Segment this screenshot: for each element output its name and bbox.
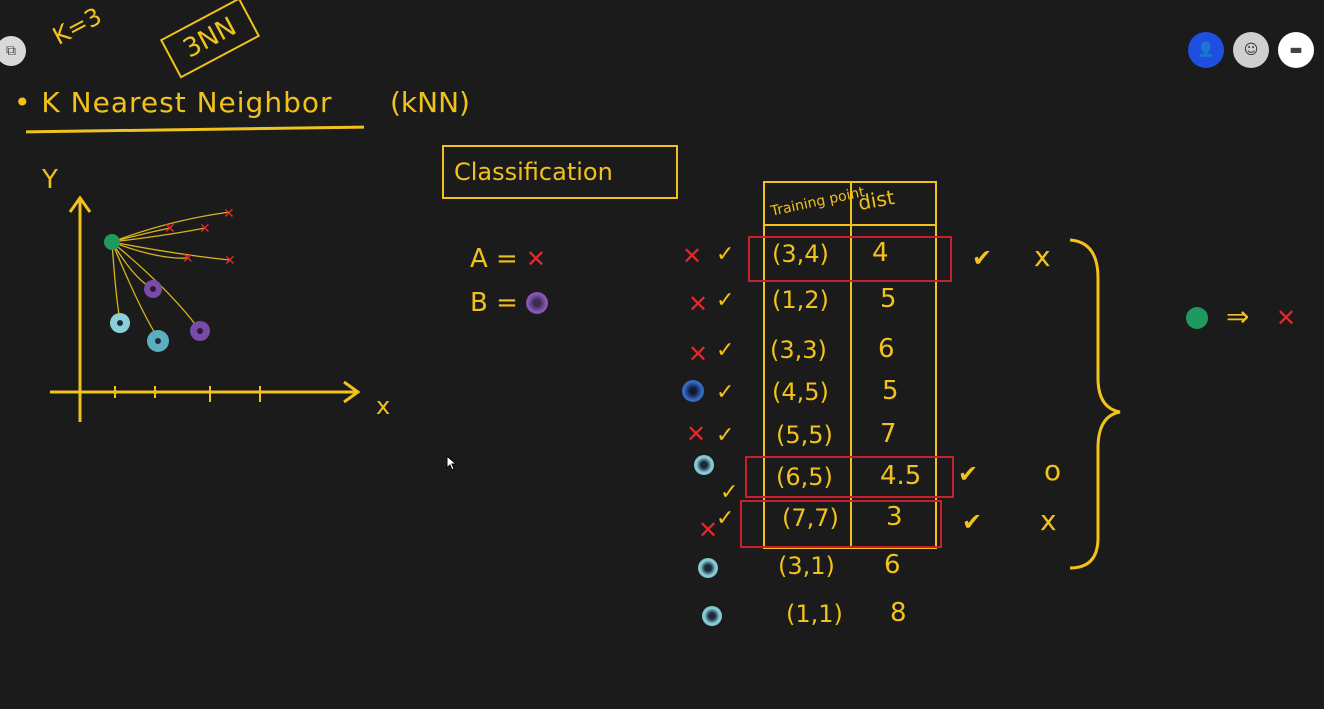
table-cell-dist: 5 [880, 284, 897, 314]
class-b-dot-icon [682, 380, 704, 402]
table-cell-point: (3,4) [772, 240, 829, 268]
class-b-dot-icon [694, 455, 714, 475]
check-icon: ✓ [716, 242, 735, 267]
table-cell-dist: 5 [882, 376, 899, 406]
legend-class-b: B = [470, 288, 548, 318]
class-a-point: ✕ [223, 206, 235, 222]
check-icon: ✓ [716, 288, 735, 313]
class-a-point: ✕ [224, 253, 236, 269]
class-a-point: ✕ [199, 221, 211, 237]
implies-arrow: ⇒ [1226, 300, 1250, 333]
share-screen-icon[interactable]: ⧉ [0, 36, 26, 66]
legend-b-label: B = [470, 288, 518, 318]
user-icon[interactable]: 👤 [1188, 32, 1224, 68]
table-cell-dist: 3 [886, 502, 903, 532]
page-title: • K Nearest Neighbor [14, 86, 333, 119]
scatter-sketch: Y x ✕ ✕ ✕ ✕ ✕ [41, 165, 390, 422]
rank-tick-2: ✔ [958, 460, 979, 488]
table-cell-dist: 8 [890, 598, 907, 628]
task-box: Classification [442, 145, 678, 199]
title-underline [25, 125, 365, 134]
table-cell-dist: 4.5 [880, 461, 922, 491]
table-cell-point: (6,5) [776, 463, 833, 491]
table-cell-dist: 7 [880, 419, 897, 449]
check-icon: ✓ [716, 506, 735, 531]
axis-y-label: Y [41, 165, 58, 195]
query-point [104, 234, 120, 250]
3nn-text: 3NN [178, 11, 242, 65]
rank-result-1: x [1034, 240, 1051, 273]
axis-x-label: x [376, 392, 390, 420]
table-header-line [763, 224, 937, 226]
class-b-dot-icon [698, 558, 718, 578]
class-a-cross-icon: ✕ [688, 290, 709, 318]
table-cell-point: (5,5) [776, 421, 833, 449]
check-icon: ✓ [716, 423, 735, 448]
table-cell-point: (1,1) [786, 600, 843, 628]
cross-icon: ✕ [525, 245, 546, 273]
purple-dot-icon [525, 292, 548, 314]
rank-tick-1: ✔ [972, 244, 993, 272]
legend-class-a: A = ✕ [470, 244, 546, 274]
class-a-point: ✕ [182, 251, 194, 267]
nearest-highlight-1 [748, 236, 952, 282]
mouse-cursor-icon [446, 455, 458, 471]
table-divider [850, 181, 852, 549]
title-text: K Nearest Neighbor [41, 86, 333, 119]
nearest-highlight-2 [745, 456, 954, 498]
table-cell-point: (3,1) [778, 552, 835, 580]
menu-icon[interactable]: ▬ [1278, 32, 1314, 68]
check-icon: ✓ [720, 480, 739, 505]
table-cell-point: (1,2) [772, 286, 829, 314]
title-bullet: • [14, 86, 32, 119]
class-a-cross-icon: ✕ [682, 242, 703, 270]
table-cell-dist: 6 [884, 550, 901, 580]
cross-icon: ✕ [1276, 304, 1297, 332]
title-abbreviation: (kNN) [390, 86, 470, 119]
k-value-label: K=3 [48, 1, 107, 51]
class-b-dot-icon [702, 606, 722, 626]
table-cell-point: (4,5) [772, 378, 829, 406]
class-a-cross-icon: ✕ [688, 340, 709, 368]
class-a-cross-icon: ✕ [698, 516, 719, 544]
curly-brace [1069, 238, 1121, 570]
check-icon: ✓ [716, 380, 735, 405]
table-cell-dist: 4 [872, 238, 889, 268]
class-a-point: ✕ [164, 221, 176, 237]
legend-a-label: A = [470, 244, 518, 274]
table-cell-point: (3,3) [770, 336, 827, 364]
rank-result-3: x [1040, 504, 1057, 537]
3nn-boxed-label: 3NN [159, 0, 261, 79]
table-cell-point: (7,7) [782, 504, 839, 532]
rank-tick-3: ✔ [962, 508, 983, 536]
task-label: Classification [454, 158, 613, 186]
rank-result-2: o [1044, 454, 1062, 487]
class-a-cross-icon: ✕ [686, 420, 707, 448]
check-icon: ✓ [716, 338, 735, 363]
table-cell-dist: 6 [878, 334, 895, 364]
participant-avatar[interactable]: ☺ [1233, 32, 1269, 68]
nearest-highlight-3 [740, 500, 942, 548]
query-point-icon [1186, 307, 1208, 329]
